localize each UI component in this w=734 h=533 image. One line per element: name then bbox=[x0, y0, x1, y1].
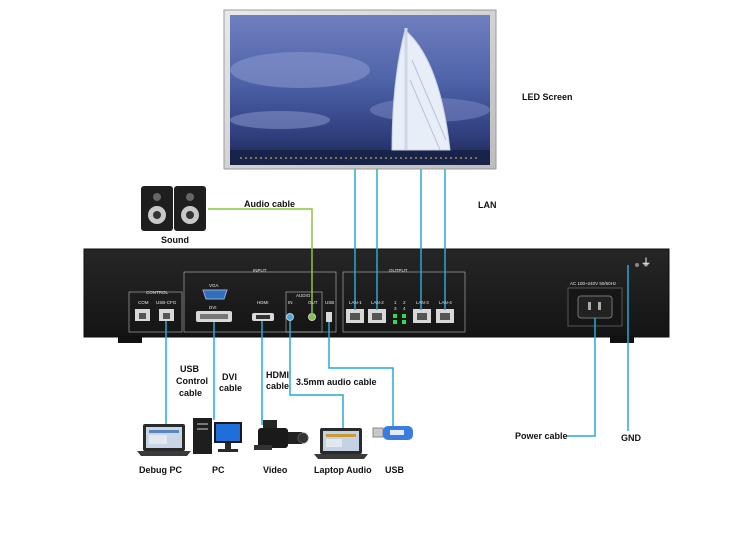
panel-lan1-label: LAN-1 bbox=[349, 300, 362, 305]
audio-cable bbox=[208, 208, 313, 317]
dvi-cable-label-line1: DVI bbox=[222, 372, 238, 382]
panel-hdmi-label: HDMI bbox=[257, 300, 269, 305]
audio-35mm-cable-label: 3.5mm audio cable bbox=[296, 377, 377, 387]
panel-control-label: CONTROL bbox=[146, 290, 169, 295]
ground-symbol-icon: ⏚ bbox=[641, 258, 651, 269]
panel-indicator-3-label: 3 bbox=[394, 306, 397, 311]
usb-label: USB bbox=[385, 465, 405, 475]
video-camera-icon bbox=[254, 420, 309, 450]
audio-cable-label: Audio cable bbox=[244, 199, 296, 209]
panel-power-spec-label: AC 100~240V 50/60Hz bbox=[570, 281, 617, 286]
dvi-cable-label-line2: cable bbox=[219, 383, 243, 393]
panel-indicator-4-label: 4 bbox=[403, 306, 406, 311]
laptop-audio-label: Laptop Audio bbox=[314, 465, 372, 475]
panel-lan3-label: LAN-3 bbox=[416, 300, 429, 305]
desktop-pc-icon bbox=[193, 418, 242, 454]
panel-output-label: OUTPUT bbox=[389, 268, 408, 273]
pc-label: PC bbox=[212, 465, 225, 475]
laptop-icon bbox=[137, 424, 191, 456]
laptop-audio-icon bbox=[314, 428, 368, 459]
panel-usb-label: USB bbox=[325, 300, 335, 305]
usb-control-cable-label-line3: cable bbox=[179, 388, 203, 398]
panel-usb-cfg-label: USB-CFG bbox=[156, 300, 177, 305]
sound-label: Sound bbox=[161, 235, 189, 245]
usb-control-cable-label-line1: USB bbox=[180, 364, 200, 374]
device-cables bbox=[165, 265, 629, 437]
panel-indicator-2-label: 2 bbox=[403, 300, 406, 305]
video-label: Video bbox=[263, 465, 288, 475]
lan-label: LAN bbox=[478, 200, 497, 210]
panel-audio-label: AUDIO bbox=[296, 293, 311, 298]
speaker-icon bbox=[141, 186, 206, 231]
panel-audio-out-label: OUT bbox=[308, 300, 318, 305]
panel-com-label: COM bbox=[138, 300, 149, 305]
panel-vga-label: VGA bbox=[209, 283, 219, 288]
usb-stick-icon bbox=[372, 426, 413, 440]
panel-lan2-label: LAN-2 bbox=[371, 300, 384, 305]
panel-indicator-1-label: 1 bbox=[394, 300, 397, 305]
usb-control-cable-label-line2: Control bbox=[176, 376, 208, 386]
hdmi-cable-label-line1: HDMI bbox=[266, 370, 289, 380]
power-cable-label: Power cable bbox=[515, 431, 568, 441]
debug-pc-label: Debug PC bbox=[139, 465, 183, 475]
panel-input-label: INPUT bbox=[253, 268, 267, 273]
led-screen bbox=[223, 9, 497, 170]
output-indicators bbox=[393, 314, 406, 324]
panel-lan4-label: LAN-4 bbox=[439, 300, 452, 305]
panel-dvi-label: DVI bbox=[209, 305, 217, 310]
panel-audio-in-label: IN bbox=[288, 300, 293, 305]
led-screen-label: LED Screen bbox=[522, 92, 573, 102]
lan-cables bbox=[354, 169, 446, 310]
gnd-label: GND bbox=[621, 433, 641, 443]
hdmi-cable-label-line2: cable bbox=[266, 381, 290, 391]
